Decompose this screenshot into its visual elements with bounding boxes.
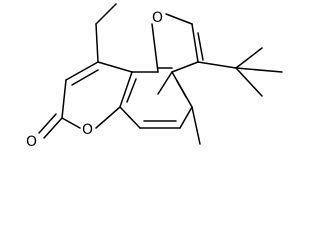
molecule-diagram: O O O: [26, 3, 283, 150]
bond: [61, 117, 81, 129]
bond: [65, 61, 99, 81]
bond: [126, 78, 137, 103]
bond: [97, 61, 133, 73]
furan-oxygen-label: O: [152, 10, 163, 26]
bond: [71, 69, 99, 86]
bond: [176, 80, 187, 98]
bond: [235, 47, 263, 69]
bond: [191, 23, 199, 63]
bond: [171, 61, 199, 73]
bond: [119, 71, 133, 108]
bond: [43, 117, 63, 139]
ring-oxygen-label: O: [82, 122, 93, 138]
structure-canvas: O O O: [26, 3, 283, 150]
bond: [95, 106, 121, 129]
bond: [157, 71, 173, 95]
bond: [165, 13, 193, 25]
carbonyl-oxygen-label: O: [26, 134, 37, 150]
bond: [235, 67, 283, 73]
bond: [151, 23, 159, 73]
bond: [119, 106, 141, 129]
bond: [61, 79, 67, 119]
bond: [95, 3, 117, 25]
bond: [95, 23, 99, 63]
bond: [38, 113, 57, 134]
bond: [235, 67, 263, 97]
bond: [191, 106, 201, 145]
bond: [179, 106, 193, 129]
bond: [197, 61, 237, 69]
bond: [197, 32, 204, 61]
